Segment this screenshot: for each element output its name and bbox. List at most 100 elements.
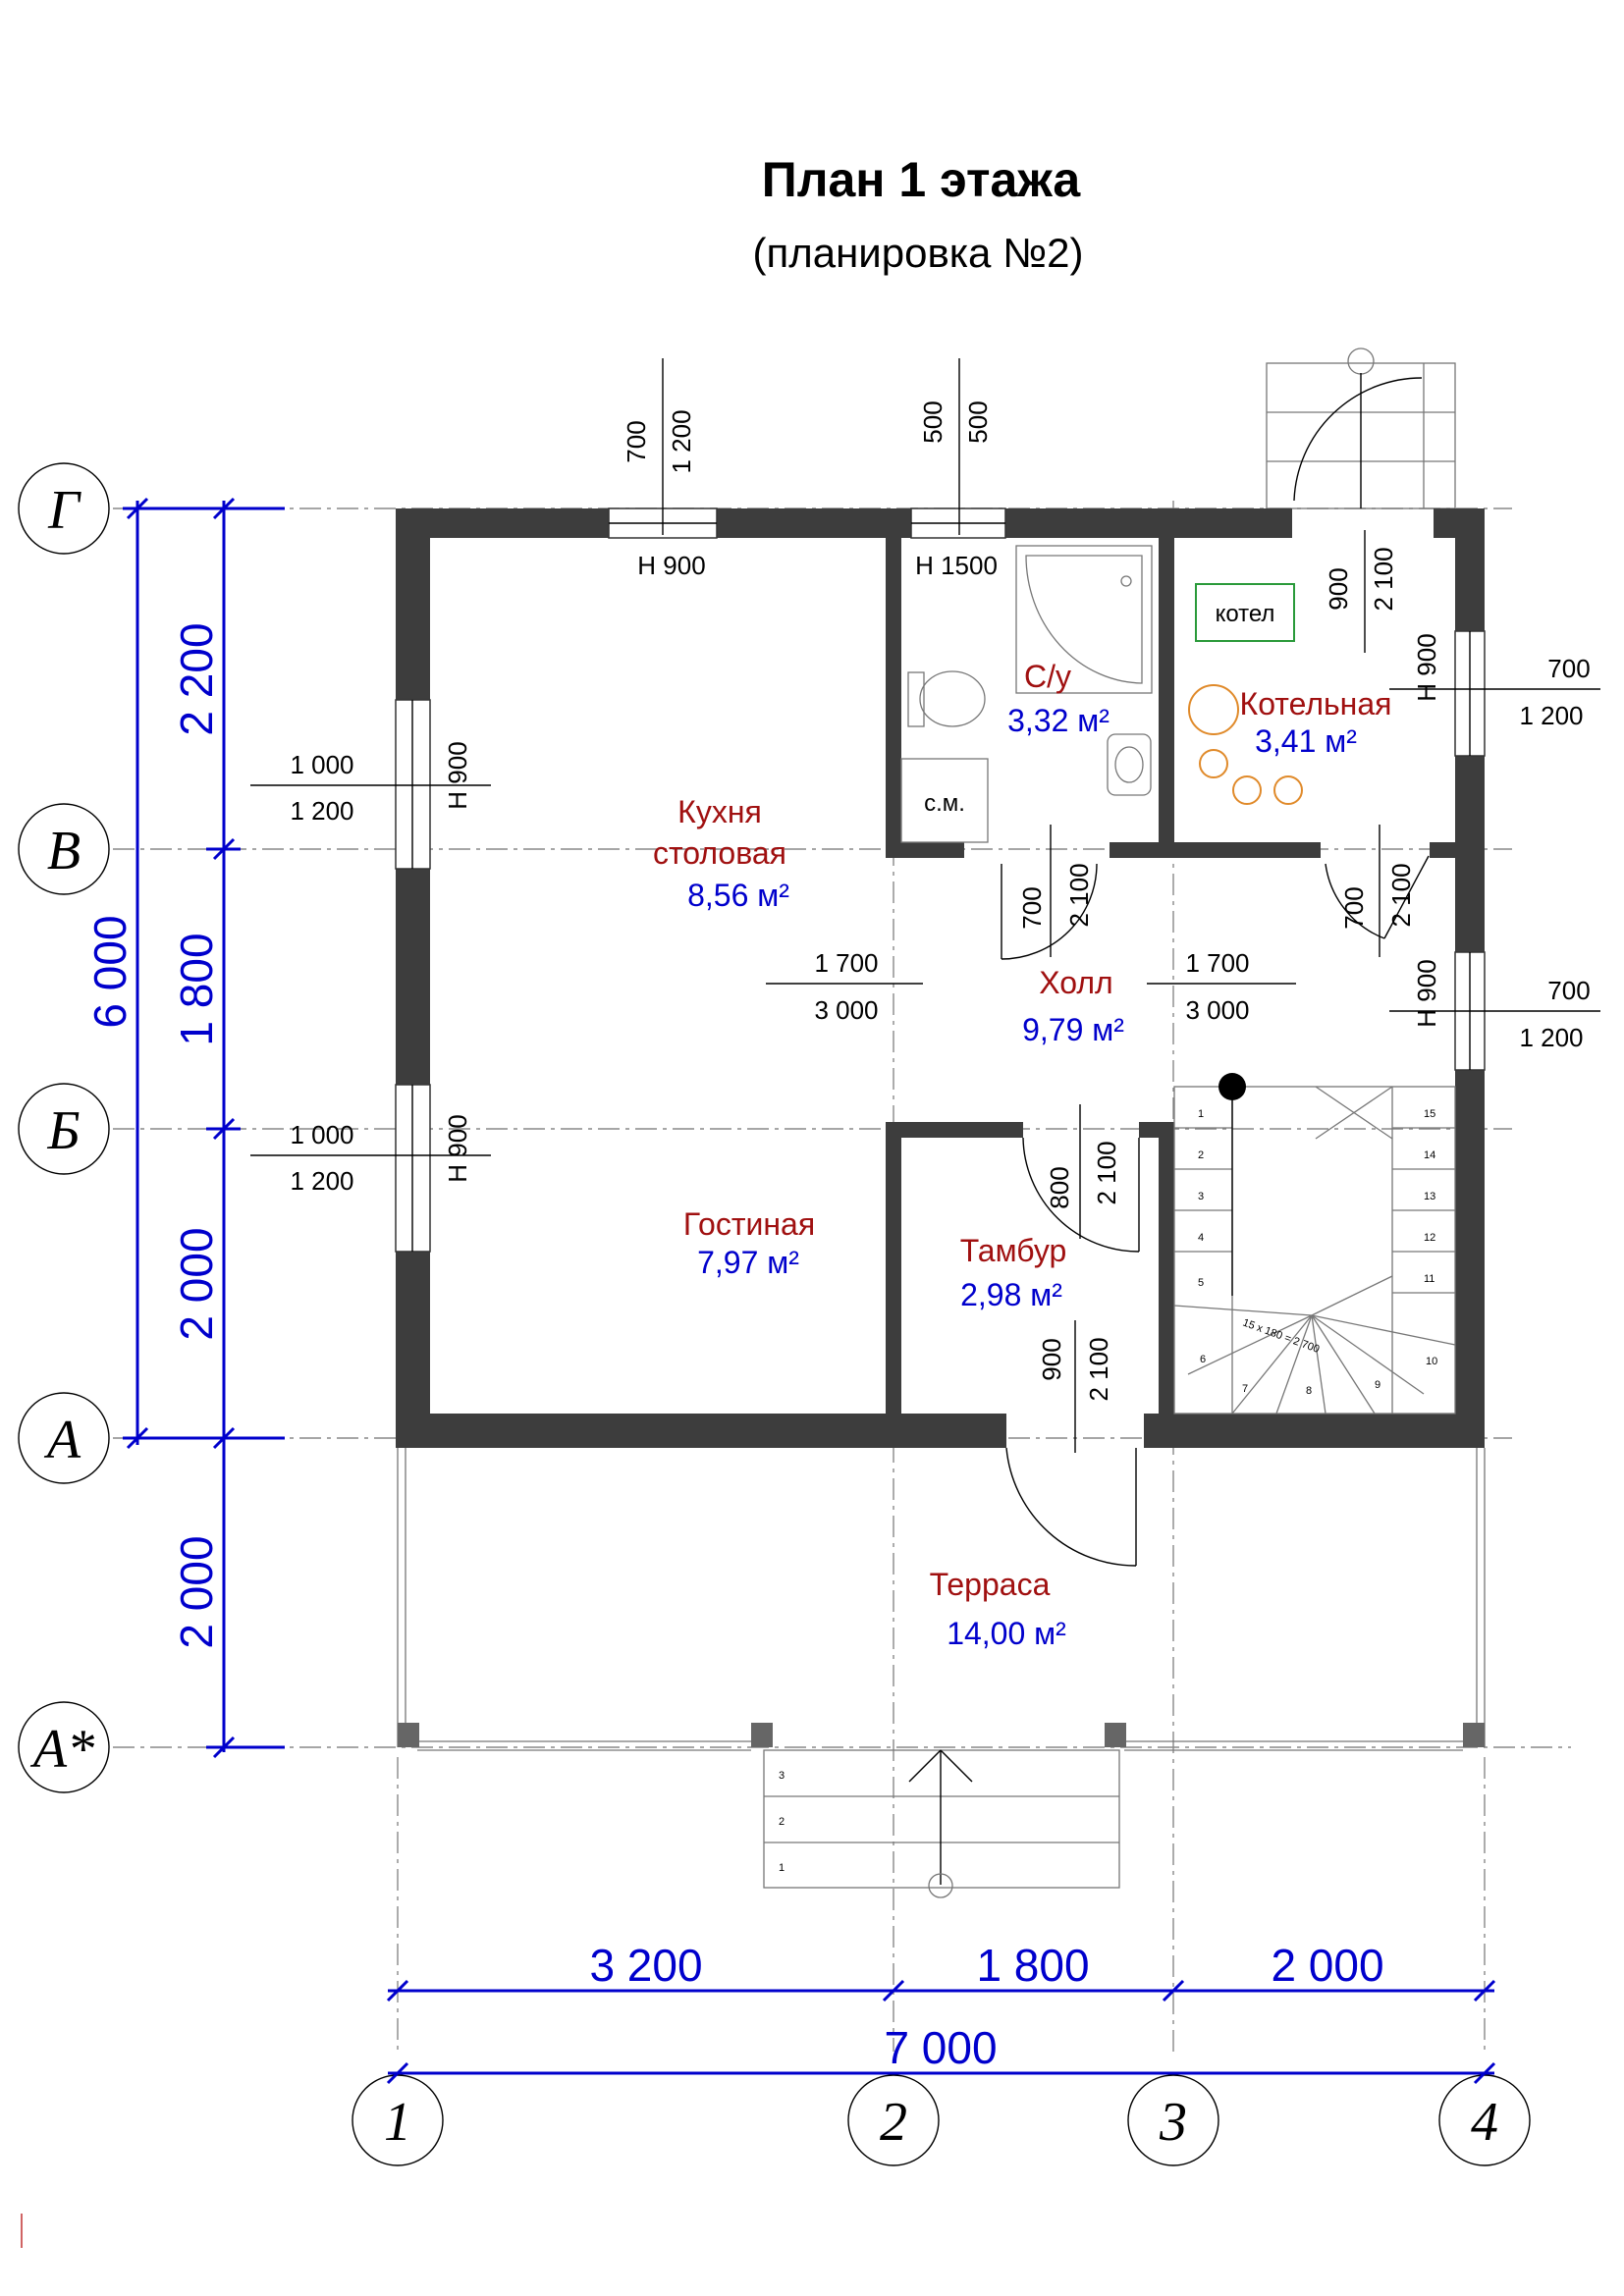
svg-text:700: 700 (1547, 976, 1590, 1005)
bottom-dimensions: 3 200 1 800 2 000 7 000 (386, 1940, 1496, 2085)
interior-stair: 1 2 3 4 5 6 7 8 9 10 11 12 13 14 15 15 x… (1173, 1073, 1456, 1415)
washer-label: с.м. (924, 790, 965, 817)
svg-text:2 100: 2 100 (1386, 863, 1416, 927)
svg-text:1 700: 1 700 (814, 948, 878, 978)
svg-text:2: 2 (1198, 1149, 1204, 1161)
windows (395, 507, 1486, 1253)
room-terrace-area: 14,00 м² (947, 1616, 1066, 1651)
axis-label-v: В (47, 821, 81, 881)
dim-bottom-1-2: 3 200 (589, 1940, 702, 1991)
svg-text:1 200: 1 200 (290, 1166, 353, 1196)
plan-title: План 1 этажа (762, 152, 1082, 207)
room-kitchen-area: 8,56 м² (687, 878, 789, 913)
svg-text:1 200: 1 200 (290, 796, 353, 826)
svg-text:1 000: 1 000 (290, 1120, 353, 1149)
axis-bubble-3 (1127, 2074, 1219, 2166)
room-vestibule-name: Тамбур (960, 1233, 1067, 1268)
doors (1001, 855, 1430, 1567)
bath-fixtures: с.м. (900, 545, 1153, 843)
axis-bubble-a-star (18, 1701, 110, 1793)
svg-text:900: 900 (1037, 1338, 1066, 1380)
room-living-area: 7,97 м² (697, 1245, 799, 1280)
room-boiler-name: Котельная (1240, 686, 1392, 721)
axis-bubble-2 (847, 2074, 940, 2166)
svg-text:4: 4 (1198, 1232, 1204, 1244)
svg-text:15: 15 (1424, 1108, 1435, 1120)
svg-text:2 100: 2 100 (1064, 863, 1094, 927)
terrace-post (398, 1723, 419, 1747)
axis-bubble-v (18, 803, 110, 895)
svg-text:11: 11 (1424, 1273, 1435, 1285)
door-boiler-leaf (1383, 855, 1430, 939)
column-axis-markers: 1 2 3 4 (352, 2074, 1531, 2166)
axis-label-g: Г (47, 480, 81, 541)
dim-left-v-b: 1 800 (171, 933, 222, 1045)
room-living-name: Гостиная (683, 1206, 815, 1242)
room-vestibule-area: 2,98 м² (960, 1277, 1062, 1312)
svg-text:700: 700 (1017, 886, 1047, 929)
svg-text:700: 700 (1547, 654, 1590, 683)
svg-text:Н 900: Н 900 (443, 1114, 472, 1182)
left-dimensions: 6 000 2 200 1 800 2 000 2 000 (84, 497, 285, 1759)
room-bath-area: 3,32 м² (1007, 703, 1110, 738)
washer-icon (900, 758, 989, 843)
axis-label-3: 3 (1159, 2092, 1187, 2153)
axis-label-a: А (43, 1410, 81, 1470)
axis-bubble-g (18, 462, 110, 555)
svg-text:3 000: 3 000 (1185, 995, 1249, 1025)
axis-label-2: 2 (880, 2092, 907, 2153)
axis-label-b: Б (46, 1100, 80, 1161)
svg-text:13: 13 (1424, 1191, 1435, 1202)
svg-text:700: 700 (622, 420, 651, 462)
svg-text:Н 900: Н 900 (1412, 959, 1441, 1027)
svg-text:1 200: 1 200 (667, 409, 696, 473)
room-labels: Кухня столовая 8,56 м² С/у 3,32 м² Котел… (653, 659, 1391, 1651)
svg-text:3 000: 3 000 (814, 995, 878, 1025)
svg-text:2 100: 2 100 (1092, 1141, 1121, 1204)
room-hall-name: Холл (1039, 965, 1112, 1000)
axis-bubble-a (18, 1392, 110, 1484)
dim-bottom-3-4: 2 000 (1271, 1940, 1383, 1991)
svg-text:800: 800 (1045, 1166, 1074, 1208)
svg-text:3: 3 (1198, 1191, 1204, 1202)
svg-text:Н 900: Н 900 (1412, 633, 1441, 701)
svg-text:6: 6 (1200, 1354, 1206, 1365)
axis-bubble-b (18, 1083, 110, 1175)
svg-text:Н 900: Н 900 (443, 741, 472, 809)
room-bath-name: С/у (1024, 659, 1071, 694)
svg-text:2: 2 (779, 1816, 785, 1828)
svg-text:500: 500 (963, 400, 993, 443)
svg-text:14: 14 (1424, 1149, 1435, 1161)
terrace-post (751, 1723, 773, 1747)
room-boiler-area: 3,41 м² (1255, 723, 1357, 759)
dim-left-b-a: 2 000 (171, 1227, 222, 1340)
terrace-post (1105, 1723, 1126, 1747)
plan-subtitle: (планировка №2) (752, 230, 1083, 276)
svg-text:3: 3 (779, 1770, 785, 1782)
svg-text:9: 9 (1375, 1379, 1380, 1391)
toilet-icon (919, 670, 986, 727)
svg-text:900: 900 (1324, 567, 1353, 610)
svg-text:1: 1 (779, 1862, 785, 1874)
svg-text:700: 700 (1339, 886, 1369, 929)
svg-text:1 000: 1 000 (290, 750, 353, 779)
boiler-label: котел (1216, 601, 1275, 627)
svg-text:Н 1500: Н 1500 (915, 551, 998, 580)
boiler-stair-outside (1266, 347, 1456, 509)
walls (396, 508, 1485, 1448)
terrace-outline (397, 1448, 1486, 1751)
opening-annotations: 700 1 200 Н 900 500 500 Н 1500 900 2 100… (250, 358, 1600, 1453)
axis-label-a-star: А* (29, 1719, 94, 1780)
axis-label-4: 4 (1471, 2092, 1498, 2153)
svg-text:10: 10 (1426, 1356, 1437, 1367)
room-kitchen-name-1: Кухня (677, 794, 762, 829)
room-terrace-name: Терраса (930, 1567, 1051, 1602)
svg-text:Н 900: Н 900 (637, 551, 705, 580)
sink-icon (1107, 733, 1152, 796)
svg-text:7: 7 (1242, 1383, 1248, 1395)
svg-text:2 100: 2 100 (1369, 547, 1398, 611)
axis-label-1: 1 (384, 2092, 411, 2153)
row-axis-markers: Г В Б А А* (18, 462, 110, 1793)
dim-left-total: 6 000 (84, 915, 135, 1028)
